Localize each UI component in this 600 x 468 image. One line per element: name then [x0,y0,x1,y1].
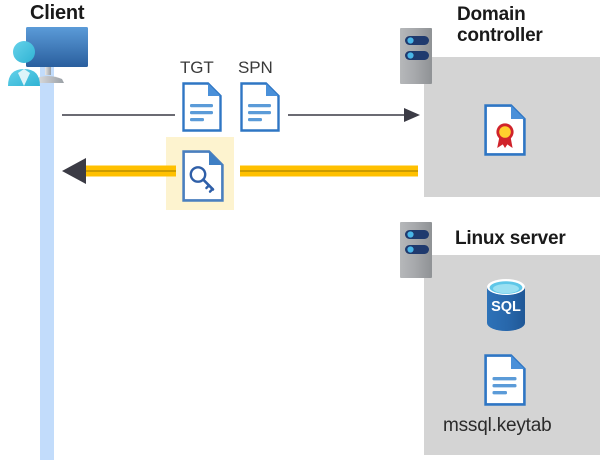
keytab-document-icon [484,354,526,406]
spn-label: SPN [238,58,273,77]
tgt-label: TGT [180,58,214,77]
linux-server-title: Linux server [455,228,566,249]
sql-icon-text: SQL [491,299,521,315]
client-workstation-icon [6,24,90,86]
domain-controller-title: Domain controller [457,4,587,47]
linux-server-rack-icon [400,222,432,278]
service-ticket-key-document-icon [182,150,224,202]
tgt-document-icon [182,82,222,132]
domain-controller-title-line2: controller [457,25,543,47]
domain-controller-title-line1: Domain [457,4,526,25]
spn-document-icon [240,82,280,132]
client-title: Client [30,2,85,24]
certificate-document-icon [484,104,526,156]
client-lifeline [40,58,54,460]
domain-controller-server-rack-icon [400,28,432,84]
keytab-filename-caption: mssql.keytab [443,415,552,436]
sql-database-icon: SQL [482,278,530,332]
